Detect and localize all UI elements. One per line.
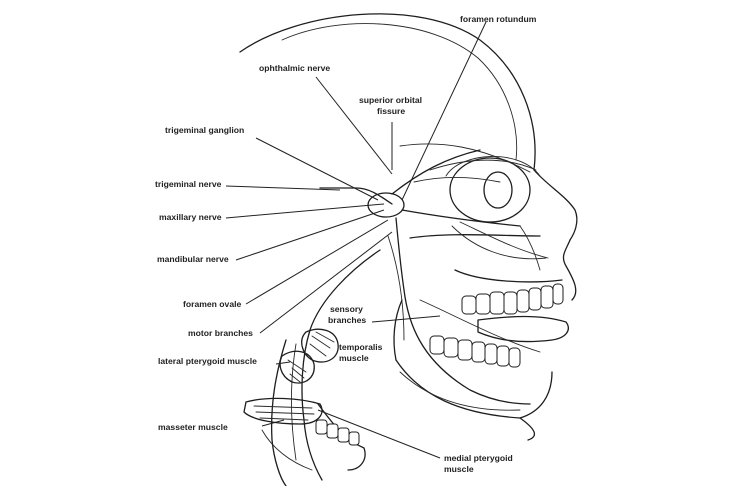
leader-ophthalmic-nerve (315, 76, 393, 175)
label-motor-branches: motor branches (188, 328, 253, 338)
temporalis-shape (301, 328, 339, 363)
leader-sensory-branches (371, 315, 441, 323)
temporal-ridge (399, 143, 531, 173)
maxillary-twig-2 (519, 225, 541, 271)
maxillary-twig-1 (459, 221, 549, 259)
label-temporalis-muscle-2: muscle (339, 353, 369, 363)
label-trigeminal-nerve: trigeminal nerve (155, 179, 222, 189)
ophthalmic-twig-2 (413, 177, 501, 183)
cranium-inner-line (281, 23, 518, 161)
nerve-trunk (319, 187, 393, 205)
label-maxillary-nerve: maxillary nerve (159, 212, 222, 222)
leader-lines (225, 21, 487, 459)
cervical-outline (270, 339, 287, 486)
label-medial-pterygoid-muscle-2: muscle (444, 464, 474, 474)
motor-branch (301, 249, 381, 481)
inferior-alveolar-twig (419, 299, 541, 353)
lower-jaw-left (317, 403, 366, 471)
cheek-line (451, 225, 547, 260)
labels: foramen rotundum ophthalmic nerve superi… (155, 14, 537, 474)
label-sensory-branches: sensory (330, 304, 363, 314)
leader-foramen-ovale (245, 219, 389, 305)
maxilla-outline (454, 269, 563, 283)
medial-pterygoid-shape (261, 429, 313, 471)
label-superior-orbital-fissure-2: fissure (377, 106, 405, 116)
masseter-shape (243, 397, 323, 425)
cranium-outline (239, 13, 536, 171)
leader-lateral-pterygoid (275, 361, 291, 365)
leader-masseter (261, 419, 285, 427)
skull-illustration (239, 13, 578, 486)
tongue (477, 315, 569, 343)
label-masseter-muscle: masseter muscle (158, 422, 228, 432)
upper-teeth (461, 283, 564, 315)
eye-ball (483, 171, 513, 209)
lateral-pterygoid-shape (279, 350, 315, 384)
label-lateral-pterygoid-muscle: lateral pterygoid muscle (158, 356, 257, 366)
mandible-ramus (393, 299, 403, 361)
lower-teeth (429, 335, 521, 368)
label-mandibular-nerve: mandibular nerve (157, 254, 229, 264)
label-temporalis-muscle: temporalis (339, 342, 383, 352)
label-trigeminal-ganglion: trigeminal ganglion (165, 125, 244, 135)
mandibular-branch (395, 217, 531, 405)
ophthalmic-twig-1 (429, 159, 537, 171)
label-superior-orbital-fissure: superior orbital (359, 95, 422, 105)
label-foramen-ovale: foramen ovale (183, 299, 241, 309)
label-foramen-rotundum: foramen rotundum (460, 14, 537, 24)
leader-motor-branches (259, 231, 393, 334)
chin (519, 417, 536, 441)
leader-foramen-rotundum (401, 21, 487, 201)
leader-mandibular-nerve (235, 209, 385, 261)
leader-trigeminal-ganglion (255, 137, 379, 201)
label-ophthalmic-nerve: ophthalmic nerve (259, 63, 330, 73)
maxillary-branch (401, 209, 521, 227)
orbit (449, 157, 531, 223)
leader-medial-pterygoid (317, 409, 441, 459)
leader-trigeminal-nerve (225, 185, 341, 191)
nerve-tree (301, 149, 549, 481)
label-medial-pterygoid-muscle: medial pterygoid (444, 453, 513, 463)
motor-twig (387, 235, 405, 341)
label-sensory-branches-2: branches (328, 315, 366, 325)
ophthalmic-branch (391, 149, 481, 195)
mandible-outline (395, 359, 553, 419)
brow-line (533, 169, 578, 241)
leader-maxillary-nerve (225, 203, 385, 219)
cervical-inner (291, 343, 297, 461)
lower-left-teeth (315, 419, 360, 446)
mandible-inner (399, 371, 521, 411)
nose-outline (562, 239, 577, 301)
